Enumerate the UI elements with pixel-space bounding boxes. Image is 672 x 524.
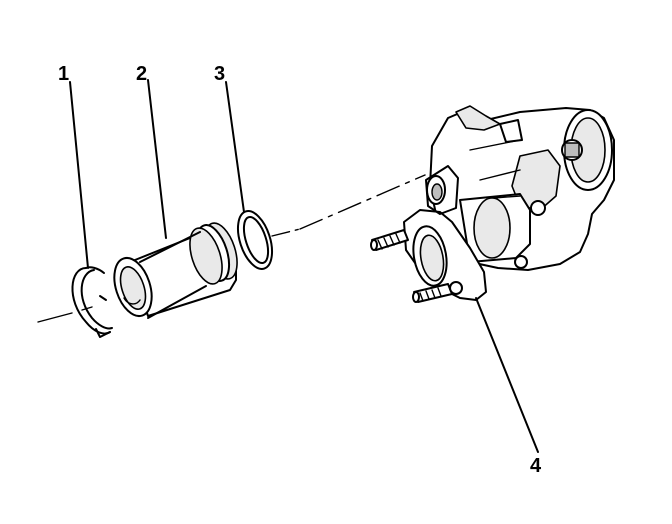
snap-ring-part	[71, 266, 113, 338]
leader-lines	[69, 79, 539, 453]
callout-1-label: 1	[58, 63, 69, 85]
piston-part	[113, 222, 238, 319]
center-axis-line	[37, 174, 426, 323]
callout-3-label: 3	[214, 63, 225, 85]
callout-2-label: 2	[136, 63, 147, 85]
stud-upper	[370, 229, 409, 251]
housing-assembly-part	[370, 105, 615, 303]
seal-ring-part	[236, 210, 274, 270]
stud-lower	[412, 281, 463, 303]
callout-4-label: 4	[530, 455, 542, 477]
